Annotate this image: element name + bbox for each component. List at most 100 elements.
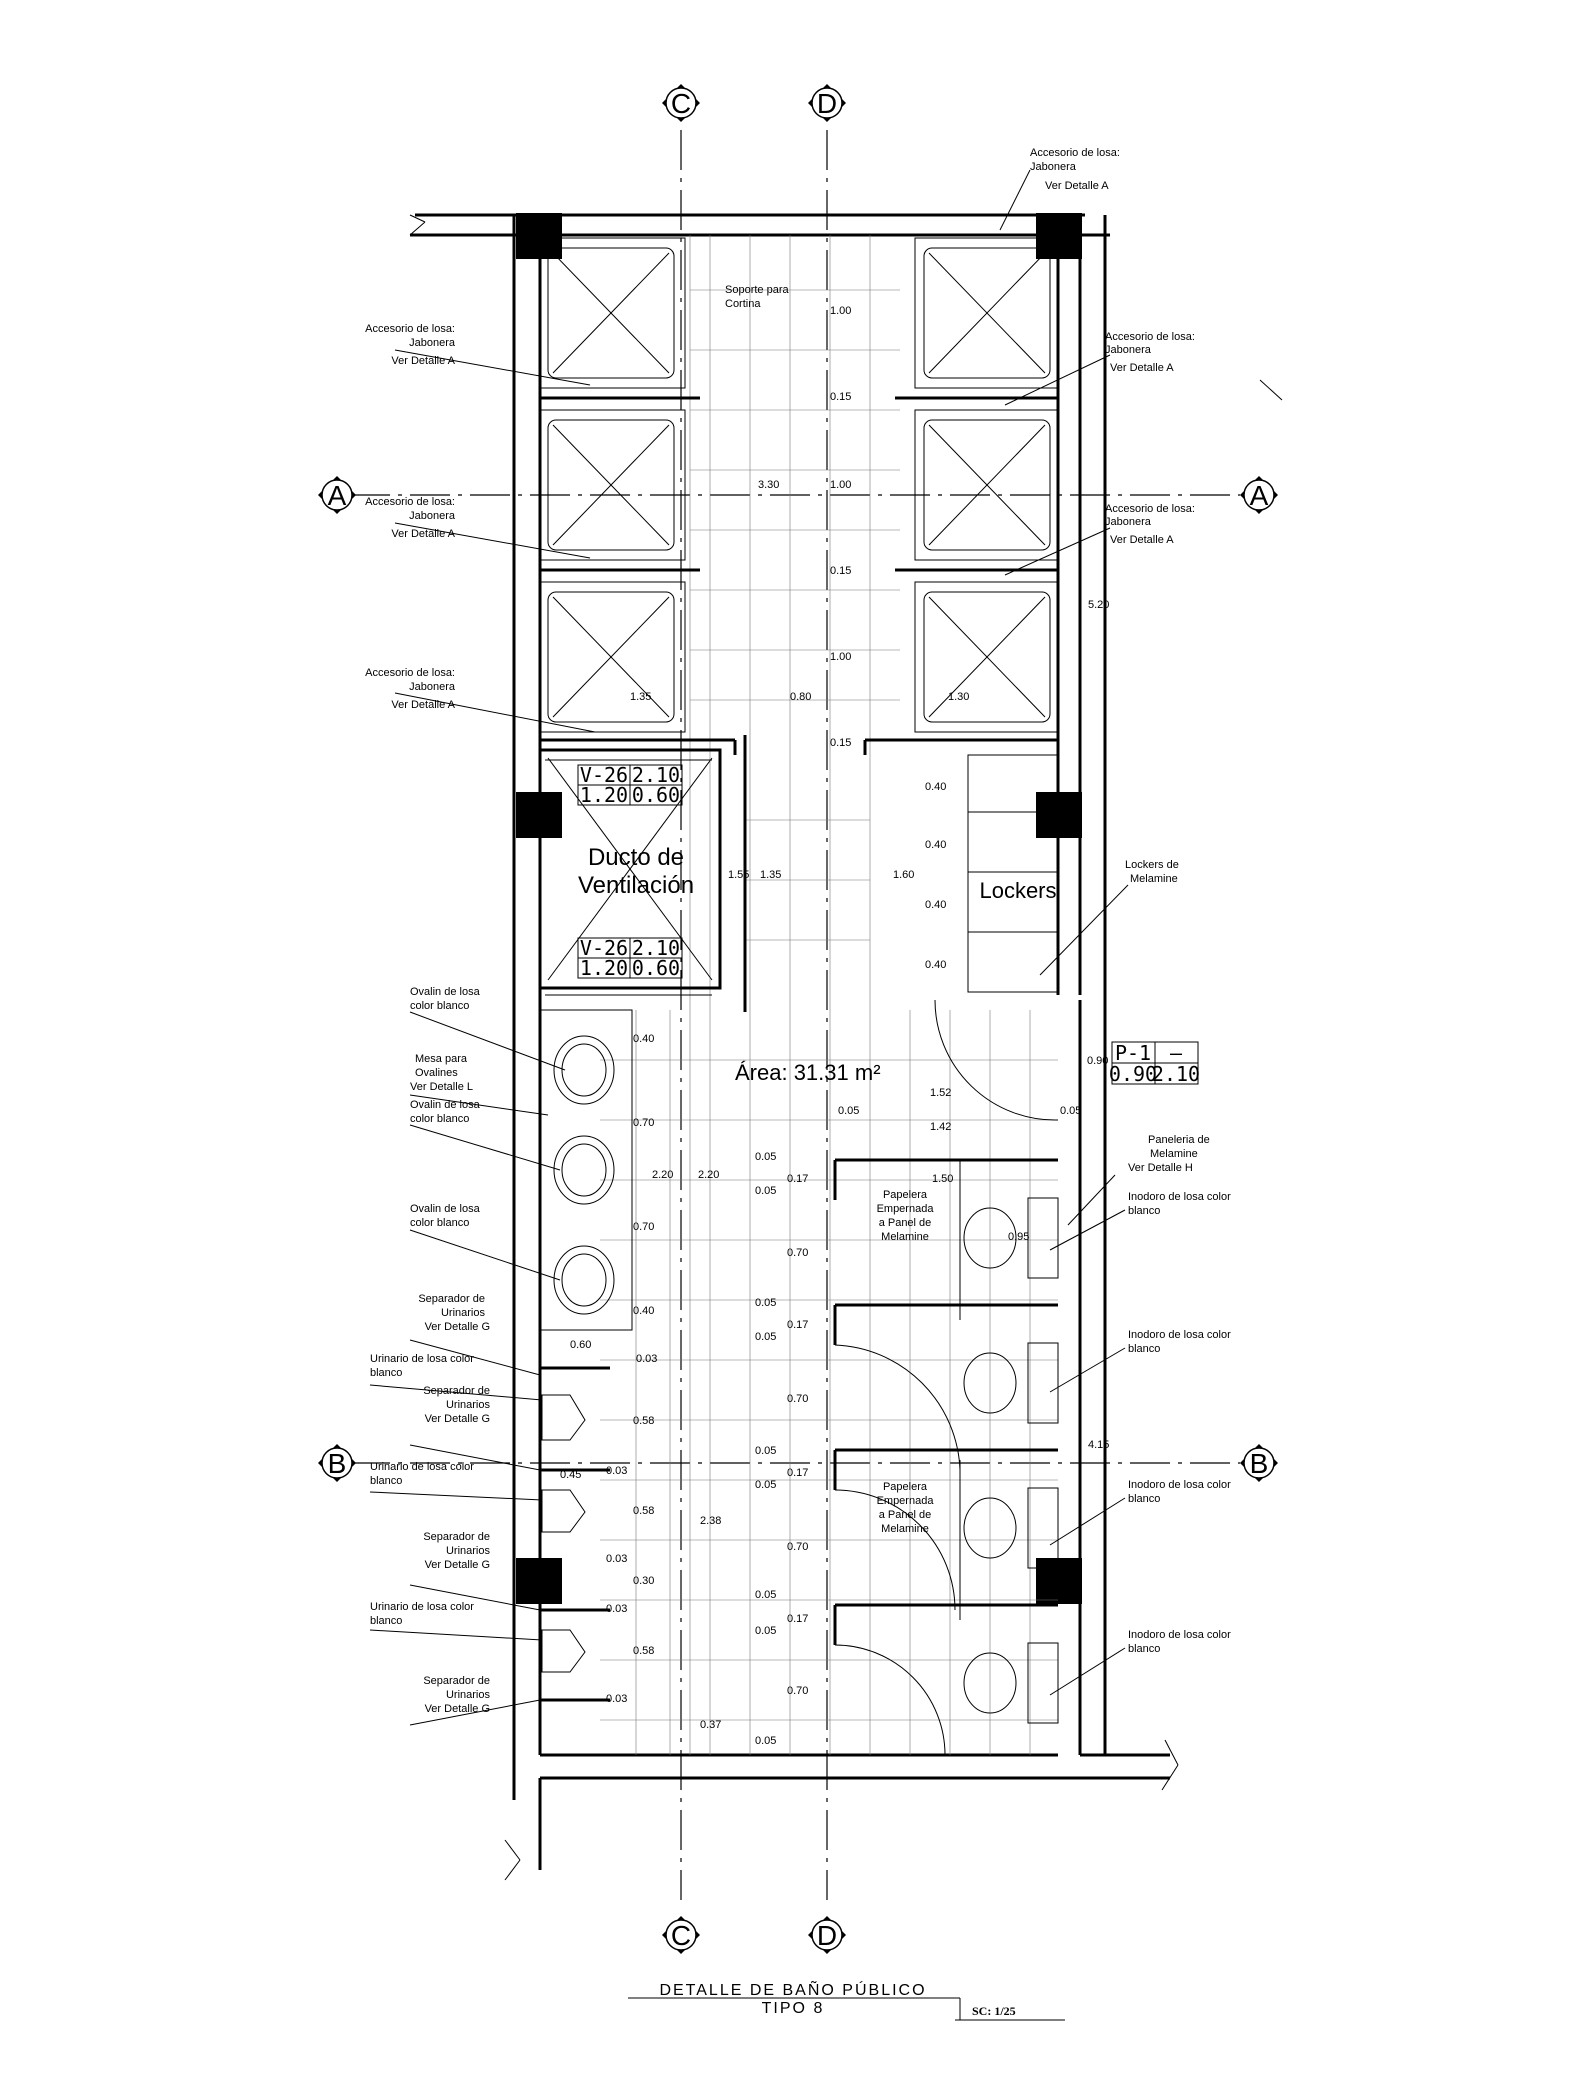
svg-text:–: – [1170,1041,1183,1065]
window-tag-top: V-26 2.10 1.20 0.60 [577,763,683,807]
svg-text:Urinario de losa color: Urinario de losa color [370,1601,474,1613]
svg-text:B: B [1250,1448,1269,1479]
svg-text:Empernada: Empernada [877,1495,935,1507]
svg-text:Mesa para: Mesa para [415,1053,468,1065]
svg-text:Jabonera: Jabonera [409,681,456,693]
svg-text:0.05: 0.05 [755,1331,776,1343]
svg-text:1.52: 1.52 [930,1087,951,1099]
svg-text:TIPO 8: TIPO 8 [762,2000,825,2017]
svg-text:Urinarios: Urinarios [446,1399,491,1411]
svg-text:blanco: blanco [1128,1343,1160,1355]
svg-text:Ver Detalle A: Ver Detalle A [391,355,455,367]
svg-text:0.03: 0.03 [606,1603,627,1615]
svg-text:0.80: 0.80 [790,691,811,703]
svg-text:2.38: 2.38 [700,1515,721,1527]
lavatory-counter [539,1009,633,1331]
ventilation-duct [538,735,747,1012]
svg-text:Urinarios: Urinarios [446,1545,491,1557]
svg-text:Separador de: Separador de [423,1675,490,1687]
svg-text:0.58: 0.58 [633,1415,654,1427]
svg-text:Melamine: Melamine [1150,1148,1198,1160]
exterior-walls [409,213,1179,1881]
axis-d-top-bubble: D [808,84,846,122]
svg-text:0.45: 0.45 [560,1469,581,1481]
lockers [967,754,1059,993]
svg-text:Urinarios: Urinarios [441,1307,486,1319]
svg-text:0.05: 0.05 [755,1589,776,1601]
svg-text:Ver Detalle A: Ver Detalle A [391,528,455,540]
svg-text:1.00: 1.00 [830,651,851,663]
svg-text:C: C [671,1920,691,1951]
window-tag-bottom: V-26 2.10 1.20 0.60 [577,936,683,980]
svg-text:Papelera: Papelera [883,1189,928,1201]
svg-text:Ver Detalle A: Ver Detalle A [1110,534,1174,546]
svg-text:0.05: 0.05 [755,1185,776,1197]
svg-text:0.95: 0.95 [1008,1231,1029,1243]
svg-text:Accesorio de losa:: Accesorio de losa: [365,323,455,335]
svg-text:1.00: 1.00 [830,479,851,491]
svg-text:Ovalin de losa: Ovalin de losa [410,1203,481,1215]
svg-text:1.35: 1.35 [760,869,781,881]
axis-d-bottom-bubble: D [808,1916,846,1954]
svg-text:V-26: V-26 [580,936,628,960]
svg-text:Melamine: Melamine [1130,873,1178,885]
svg-text:0.40: 0.40 [633,1305,654,1317]
svg-text:DETALLE DE BAÑO PÚBLICO: DETALLE DE BAÑO PÚBLICO [659,1979,926,1999]
svg-text:Accesorio de losa:: Accesorio de losa: [365,667,455,679]
svg-text:2.10: 2.10 [632,763,680,787]
svg-text:0.05: 0.05 [755,1625,776,1637]
axis-lines [350,130,1240,1900]
svg-text:0.17: 0.17 [787,1319,808,1331]
svg-text:blanco: blanco [1128,1205,1160,1217]
svg-text:0.17: 0.17 [787,1613,808,1625]
svg-text:0.60: 0.60 [632,956,680,980]
svg-text:0.15: 0.15 [830,565,851,577]
svg-text:1.60: 1.60 [893,869,914,881]
svg-text:P-1: P-1 [1115,1041,1151,1065]
svg-text:0.05: 0.05 [755,1297,776,1309]
svg-text:Lockers de: Lockers de [1125,859,1179,871]
svg-text:Melamine: Melamine [881,1523,929,1535]
svg-text:Inodoro de losa color: Inodoro de losa color [1128,1479,1231,1491]
leader-lines [369,169,1283,1726]
svg-text:blanco: blanco [370,1475,402,1487]
svg-text:Ver Detalle L: Ver Detalle L [410,1081,473,1093]
svg-text:Ver Detalle A: Ver Detalle A [1110,362,1174,374]
svg-text:Ver Detalle A: Ver Detalle A [1045,180,1109,192]
svg-text:V-26: V-26 [580,763,628,787]
svg-text:Cortina: Cortina [725,298,761,310]
svg-text:0.40: 0.40 [925,781,946,793]
svg-text:1.00: 1.00 [830,305,851,317]
svg-text:2.10: 2.10 [632,936,680,960]
svg-text:Ovalines: Ovalines [415,1067,458,1079]
axis-c-bottom-bubble: C [662,1916,700,1954]
ducto-label-line1: Ducto de [588,844,684,871]
area-label: Área: 31.31 m² [735,1060,881,1085]
svg-text:Jabonera: Jabonera [1030,161,1077,173]
svg-text:1.20: 1.20 [580,783,628,807]
svg-text:D: D [817,88,837,119]
entry-door-swing [934,999,1059,1121]
svg-text:Inodoro de losa color: Inodoro de losa color [1128,1191,1231,1203]
svg-text:Separador de: Separador de [423,1385,490,1397]
svg-text:0.05: 0.05 [1060,1105,1081,1117]
svg-text:0.40: 0.40 [633,1033,654,1045]
axis-a-left-bubble: A [318,476,356,514]
svg-text:0.70: 0.70 [633,1221,654,1233]
svg-text:0.40: 0.40 [925,959,946,971]
svg-text:Accesorio de losa:: Accesorio de losa: [1105,331,1195,343]
svg-text:Soporte para: Soporte para [725,284,789,296]
svg-text:Paneleria de: Paneleria de [1148,1134,1210,1146]
svg-text:0.03: 0.03 [606,1465,627,1477]
svg-text:0.70: 0.70 [633,1117,654,1129]
urinals [540,1366,610,1702]
svg-text:3.30: 3.30 [758,479,779,491]
svg-text:blanco: blanco [1128,1643,1160,1655]
svg-text:color blanco: color blanco [410,1217,469,1229]
toilet-cubicles [833,1158,1059,1756]
svg-text:2.20: 2.20 [698,1169,719,1181]
svg-text:D: D [817,1920,837,1951]
svg-text:Inodoro de losa color: Inodoro de losa color [1128,1629,1231,1641]
svg-text:C: C [671,88,691,119]
